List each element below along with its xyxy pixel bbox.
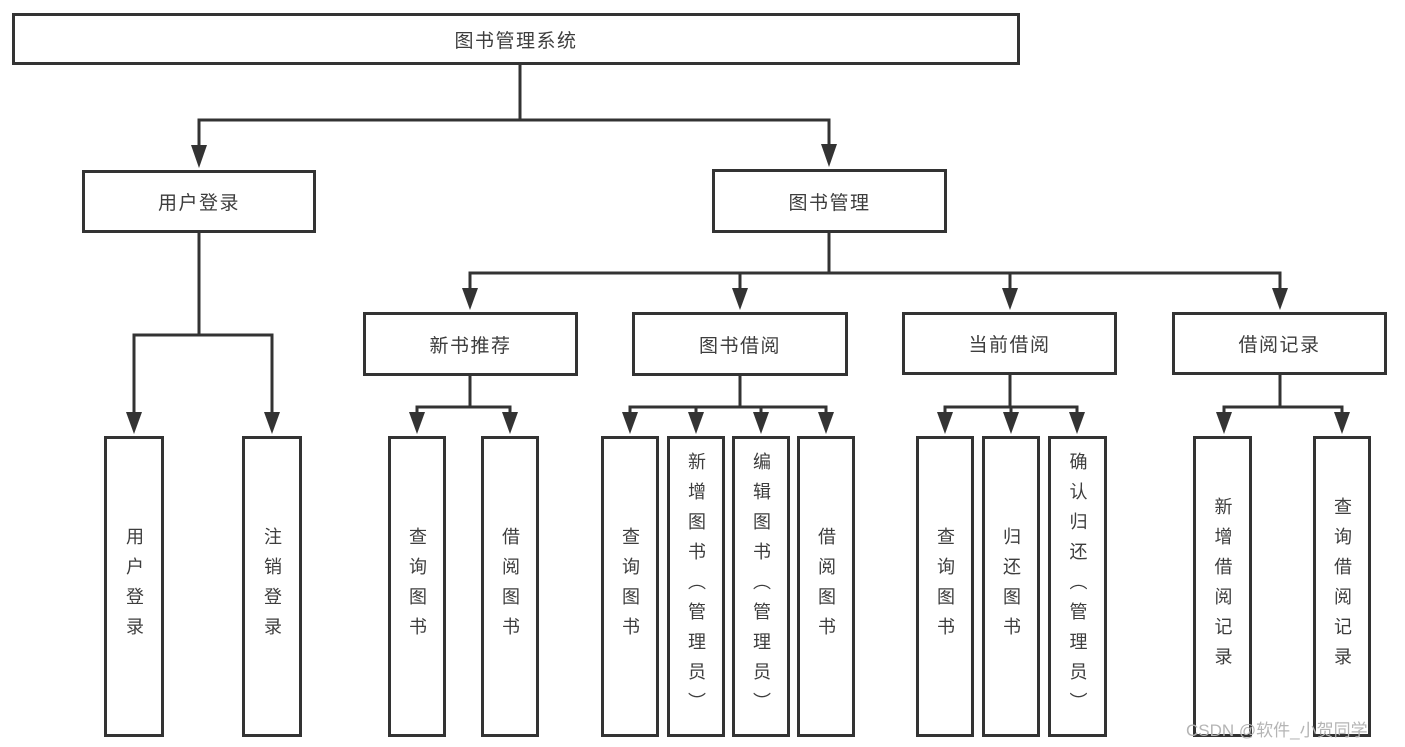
leaf-borrow-edit-book-admin: 编辑图书（管理员） xyxy=(732,436,790,737)
leaf-current-return-book: 归还图书 xyxy=(982,436,1040,737)
leaf-recommend-borrow-book: 借阅图书 xyxy=(481,436,539,737)
node-borrow-records: 借阅记录 xyxy=(1172,312,1387,375)
node-current-borrow: 当前借阅 xyxy=(902,312,1117,375)
leaf-user-login: 用户登录 xyxy=(104,436,164,737)
leaf-borrow-query-book: 查询图书 xyxy=(601,436,659,737)
leaf-records-query-record: 查询借阅记录 xyxy=(1313,436,1371,737)
leaf-borrow-borrow-book: 借阅图书 xyxy=(797,436,855,737)
leaf-records-add-record: 新增借阅记录 xyxy=(1193,436,1252,737)
leaf-current-confirm-return-admin: 确认归还（管理员） xyxy=(1048,436,1107,737)
arrowheads xyxy=(126,144,1350,434)
leaf-current-query-book: 查询图书 xyxy=(916,436,974,737)
node-user-login: 用户登录 xyxy=(82,170,316,233)
leaf-logout: 注销登录 xyxy=(242,436,302,737)
node-new-book-recommend: 新书推荐 xyxy=(363,312,578,376)
leaf-borrow-add-book-admin: 新增图书（管理员） xyxy=(667,436,725,737)
csdn-watermark: CSDN @软件_小贺同学 xyxy=(1186,721,1368,740)
node-system-root: 图书管理系统 xyxy=(12,13,1020,65)
leaf-recommend-query-book: 查询图书 xyxy=(388,436,446,737)
node-book-borrow: 图书借阅 xyxy=(632,312,848,376)
node-book-management: 图书管理 xyxy=(712,169,947,233)
